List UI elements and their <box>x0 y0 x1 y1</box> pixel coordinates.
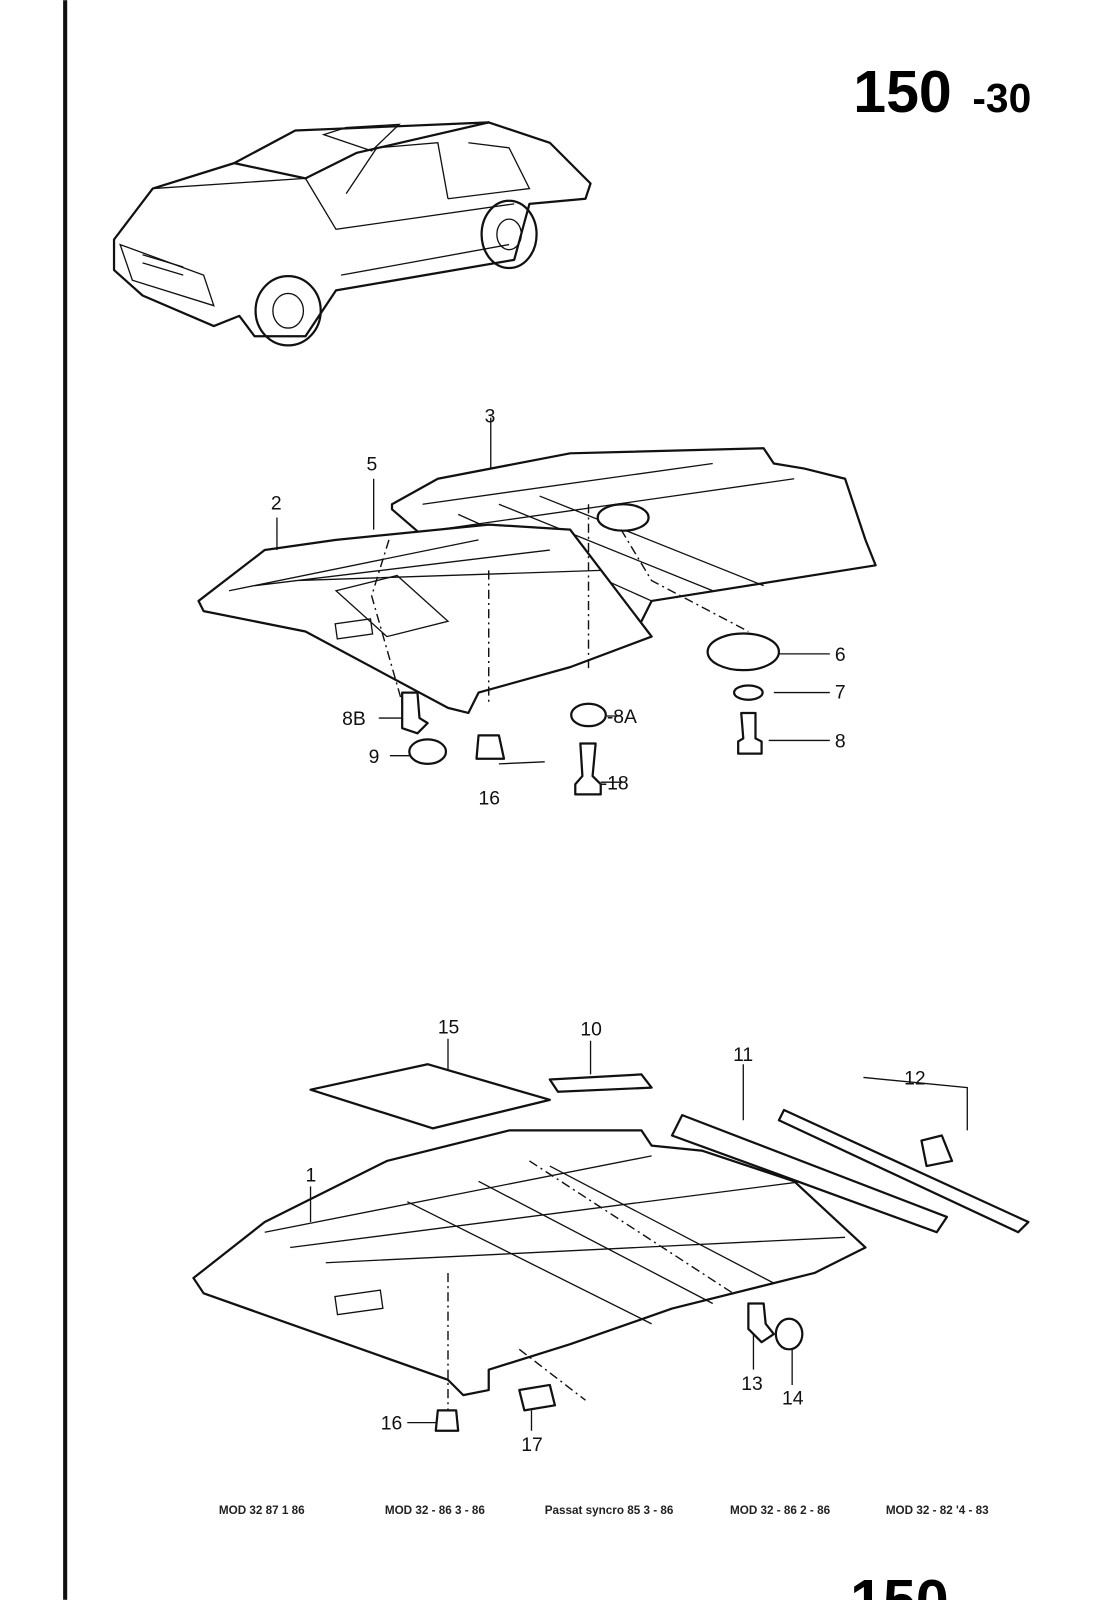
callout-12: 12 <box>904 1068 926 1090</box>
callout-labels: 3 5 2 6 7 8 8B -8A 9 16 -18 15 10 11 12 … <box>271 406 926 1456</box>
footer-model-5: MOD 32 - 82 '4 - 83 <box>886 1504 989 1517</box>
page-number-subtitle: -30 <box>972 75 1031 121</box>
next-page-number-fragment: 150 <box>850 1568 949 1600</box>
callout-10: 10 <box>580 1019 602 1041</box>
callout-3: 3 <box>485 406 496 428</box>
callout-13: 13 <box>741 1373 763 1395</box>
footer-model-3: Passat syncro 85 3 - 86 <box>545 1504 674 1517</box>
callout-5: 5 <box>367 454 378 476</box>
footer-model-1: MOD 32 87 1 86 <box>219 1504 305 1517</box>
callout-16-lower: 16 <box>381 1413 403 1435</box>
callout-9: 9 <box>369 746 380 768</box>
footer-model-2: MOD 32 - 86 3 - 86 <box>385 1504 486 1517</box>
page-binding-edge <box>63 0 68 1600</box>
model-applicability-footer: MOD 32 87 1 86 MOD 32 - 86 3 - 86 Passat… <box>219 1504 989 1517</box>
callout-18: -18 <box>601 772 629 794</box>
headliner-assembly-upper <box>197 417 877 796</box>
callout-15: 15 <box>438 1017 460 1039</box>
car-illustration <box>112 121 592 347</box>
callout-1: 1 <box>305 1164 316 1186</box>
callout-8a: -8A <box>607 706 637 728</box>
callout-2: 2 <box>271 492 282 514</box>
callout-8: 8 <box>835 731 846 753</box>
callout-8b: 8B <box>342 708 366 730</box>
callout-17: 17 <box>521 1434 543 1456</box>
callout-14: 14 <box>782 1387 804 1409</box>
callout-11: 11 <box>733 1044 753 1066</box>
headliner-assembly-lower <box>192 1038 1030 1432</box>
callout-7: 7 <box>835 682 846 704</box>
page-number-title: 150 <box>853 59 952 125</box>
callout-16-upper: 16 <box>479 788 501 810</box>
callout-6: 6 <box>835 644 846 666</box>
footer-model-4: MOD 32 - 86 2 - 86 <box>730 1504 831 1517</box>
